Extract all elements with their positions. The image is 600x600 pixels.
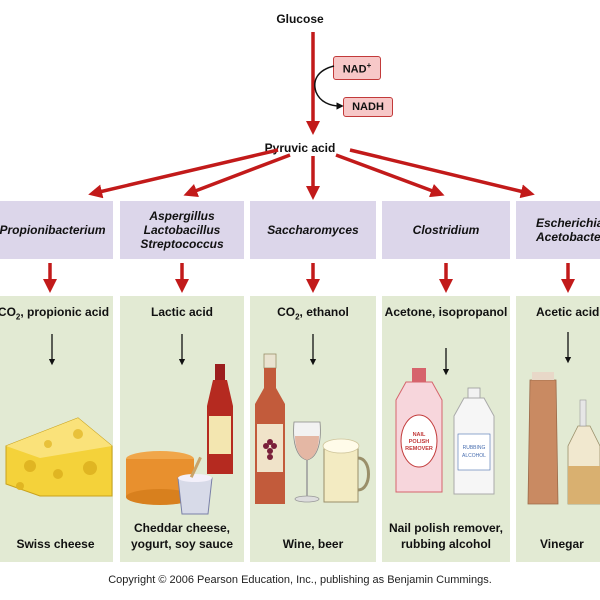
product-panel-3: CO2, ethanol Wine, beer <box>250 296 376 562</box>
svg-text:NAIL: NAIL <box>413 432 426 438</box>
vinegar-illustration <box>527 332 600 505</box>
product-title: Acetic acid <box>536 305 600 319</box>
organism-name: Clostridium <box>412 223 480 237</box>
organism-name: Streptococcus <box>140 237 224 251</box>
organism-box-5: Escherichia Acetobacter <box>516 201 600 259</box>
arrow-to-col4 <box>335 153 445 198</box>
food-label: Cheddar cheese, yogurt, soy sauce <box>130 521 234 551</box>
nadh-pill: NADH <box>343 97 393 117</box>
wine-beer-illustration <box>255 334 370 504</box>
nad-cycle-arrow <box>314 65 344 110</box>
product-title: Acetone, isopropanol <box>384 305 508 319</box>
svg-text:ALCOHOL: ALCOHOL <box>462 453 486 459</box>
arrow-to-col5 <box>349 148 535 199</box>
nail-polish-rubbing-illustration: NAIL POLISH REMOVER RUBBING ALCOHOL <box>395 348 495 495</box>
food-label: Nail polish remover, rubbing alcohol <box>388 521 504 551</box>
organism-box-4: Clostridium <box>382 201 510 259</box>
pyruvic-acid-label: Pyruvic acid <box>264 141 336 155</box>
organism-box-3: Saccharomyces <box>250 201 376 259</box>
product-title: CO2, propionic acid <box>0 305 110 322</box>
organism-name: Escherichia <box>536 216 600 230</box>
nad-plus-pill: NAD+ <box>333 56 381 80</box>
swiss-cheese-illustration <box>5 334 113 497</box>
svg-text:REMOVER: REMOVER <box>405 446 433 452</box>
product-panel-2: Lactic acid Cheddar cheese, yogurt, soy … <box>120 296 244 562</box>
svg-text:POLISH: POLISH <box>409 439 430 445</box>
organism-box-2: Aspergillus Lactobacillus Streptococcus <box>120 201 244 259</box>
product-title: CO2, ethanol <box>277 305 349 322</box>
organism-name: Propionibacterium <box>0 223 106 237</box>
glucose-label: Glucose <box>276 12 324 26</box>
organism-name: Lactobacillus <box>143 223 221 237</box>
product-panel-1: CO2, propionic acid Swiss cheese <box>0 296 113 562</box>
organism-name: Aspergillus <box>149 209 215 223</box>
organism-name: Saccharomyces <box>267 223 359 237</box>
product-panel-4: Acetone, isopropanol NAIL POLISH REMOVER… <box>382 296 510 562</box>
copyright-footer: Copyright © 2006 Pearson Education, Inc.… <box>108 574 492 586</box>
svg-text:RUBBING: RUBBING <box>463 445 486 451</box>
cheddar-yogurt-soy-illustration <box>126 334 233 515</box>
organism-name: Acetobacter <box>536 230 600 244</box>
arrow-to-col1 <box>88 148 279 199</box>
product-panel-5: Acetic acid Vinegar <box>516 296 600 562</box>
organism-box-1: Propionibacterium <box>0 201 113 259</box>
product-title: Lactic acid <box>150 305 214 319</box>
food-label: Swiss cheese <box>16 537 95 551</box>
arrow-to-col2 <box>183 153 291 198</box>
food-label: Vinegar <box>540 537 584 551</box>
food-label: Wine, beer <box>282 537 344 551</box>
